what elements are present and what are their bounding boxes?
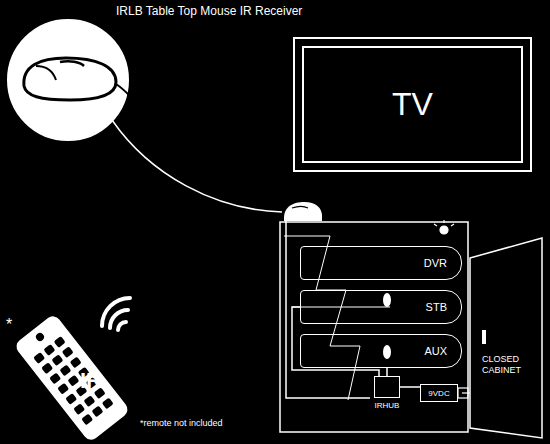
ir-emitter [383,345,391,359]
callout-circle [8,20,128,140]
footnote-mark: * [6,316,12,334]
status-light [434,220,454,234]
node-text: AUX [424,345,447,357]
mouse-receiver [284,202,322,221]
node-text: STB [426,301,447,313]
cabinet-door: CLOSED CABINET [468,236,544,440]
wire [292,307,379,376]
device-shelf: DVR [300,246,462,280]
node-text: TV [392,86,433,123]
emitter-lead [292,307,390,308]
ir-label: IR [80,368,102,394]
node-text: DVR [424,257,447,269]
ir-hub: IRHUB [370,376,404,416]
hub-housing [374,376,400,398]
wire [386,368,388,376]
node-text: CLOSED CABINET [482,354,534,376]
cutaway-edge [284,236,360,400]
footnote: *remote not included [140,418,223,428]
node-text: IRHUB [375,401,400,410]
mouse-receiver-large [24,58,130,100]
title: IRLB Table Top Mouse IR Receiver [116,4,302,18]
cabinet-outline [280,222,468,432]
power-supply: 9VDC [420,384,458,402]
tv-screen: TV [293,37,532,172]
power-plug [458,388,470,398]
leader-line [112,120,282,212]
receiver-cable [286,221,370,398]
wire [400,386,420,388]
ir-emitter [383,293,391,307]
node-text: 9VDC [428,389,449,398]
remote-control [13,313,130,443]
ir-waves [102,298,130,330]
device-shelf: STB [300,290,462,324]
device-shelf: AUX [300,334,462,368]
door-outline [468,236,544,440]
